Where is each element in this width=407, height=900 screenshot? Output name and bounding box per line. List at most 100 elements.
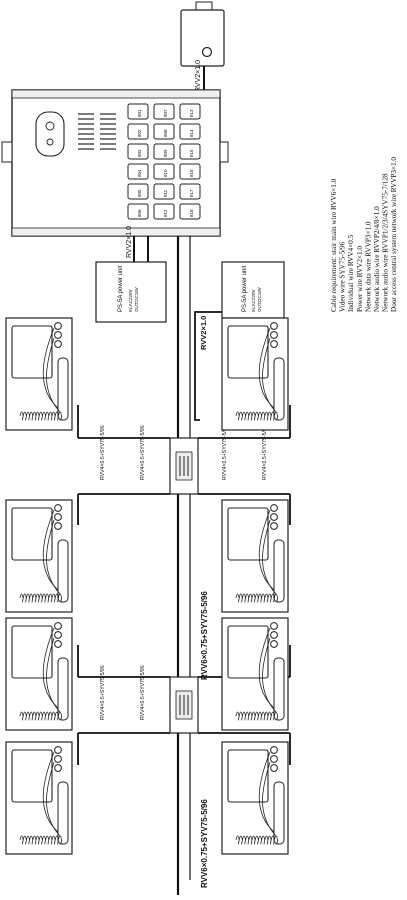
resident-button-label: 801 bbox=[137, 109, 142, 117]
indoor-monitor bbox=[5, 617, 73, 731]
resident-button: 805 bbox=[127, 183, 149, 200]
power-unit-right-subtitle-2: OUT:DC18V bbox=[257, 287, 262, 312]
resident-button-label: 806 bbox=[137, 209, 142, 217]
top-link-label: RVV2×1.0 bbox=[195, 60, 202, 92]
top-camera-unit bbox=[180, 1, 225, 67]
resident-button-grid: 8018028038048058068078088098108118128138… bbox=[127, 103, 201, 220]
handset-cord-icon bbox=[235, 593, 279, 603]
resident-button: 802 bbox=[127, 123, 149, 140]
monitor-button-icon bbox=[54, 322, 62, 330]
resident-button: 810 bbox=[153, 163, 175, 180]
monitor-button-icon bbox=[270, 340, 278, 348]
resident-button-label: 817 bbox=[189, 189, 194, 197]
handset-icon bbox=[273, 657, 285, 721]
resident-button-label: 816 bbox=[189, 169, 194, 177]
monitor-screen-icon bbox=[227, 625, 269, 679]
power-unit-left-subtitle-2: OUT:DC18V bbox=[134, 287, 139, 312]
monitor-button-icon bbox=[54, 640, 62, 648]
resident-button-label: 807 bbox=[163, 109, 168, 117]
monitor-button-icon bbox=[270, 755, 278, 763]
monitor-button-icon bbox=[54, 755, 62, 763]
door-button-icon bbox=[46, 138, 54, 146]
handset-icon bbox=[57, 657, 69, 721]
monitor-screen-icon bbox=[227, 749, 269, 803]
branch-wire-label: RVV4×0.5+SYV75-5/96 bbox=[100, 425, 106, 480]
power-unit-left-title: PS-5A power unit bbox=[118, 265, 124, 312]
cable-note-line: Individual wire RVV4×0.5 bbox=[347, 234, 355, 312]
cable-notes: Cable requirement: stair main wire RVV6×… bbox=[330, 157, 398, 312]
monitor-button-icon bbox=[270, 746, 278, 754]
cable-note-line: Network audio wire RVVP2/4/8×1.0 bbox=[373, 206, 381, 312]
speaker-grill-icon bbox=[78, 113, 116, 150]
power-unit-right-title: PS-5A power unit bbox=[242, 265, 248, 312]
resident-button-label: 809 bbox=[163, 149, 168, 157]
door-camera-icon bbox=[45, 121, 55, 131]
monitor-button-icon bbox=[270, 640, 278, 648]
resident-button-label: 803 bbox=[137, 149, 142, 157]
handset-icon bbox=[57, 781, 69, 845]
indoor-monitor bbox=[221, 617, 289, 731]
monitor-screen-icon bbox=[11, 325, 53, 379]
camera-lens-icon bbox=[201, 46, 213, 58]
door-station-keypad bbox=[35, 111, 65, 157]
indoor-monitor bbox=[5, 499, 73, 613]
indoor-monitor bbox=[5, 741, 73, 855]
cable-note-line: Video wire SYV75-5/96 bbox=[339, 241, 347, 312]
cable-note-line: Network data wire RVVP3×1.0 bbox=[364, 221, 372, 312]
handset-icon bbox=[57, 357, 69, 421]
indoor-monitor bbox=[221, 499, 289, 613]
monitor-button-icon bbox=[54, 522, 62, 530]
monitor-button-icon bbox=[270, 622, 278, 630]
branch-wire-label: RVV4×0.5+SYV75-5/96 bbox=[140, 665, 146, 720]
resident-button: 815 bbox=[179, 143, 201, 160]
resident-button: 814 bbox=[179, 123, 201, 140]
branch-wire-label: RVV4×0.5+SYV75-5/96 bbox=[140, 425, 146, 480]
indoor-monitor bbox=[221, 741, 289, 855]
monitor-button-icon bbox=[54, 764, 62, 772]
monitor-button-icon bbox=[54, 504, 62, 512]
handset-cord-icon bbox=[19, 835, 63, 845]
handset-cord-icon bbox=[19, 711, 63, 721]
handset-icon bbox=[273, 357, 285, 421]
handset-icon bbox=[273, 539, 285, 603]
cable-note-line: Network audio wire RVVP1/2/3/4SYV75-7/12… bbox=[382, 173, 390, 312]
power-unit-right-subtitle: IN:AC220V bbox=[251, 289, 256, 312]
monitor-button-icon bbox=[270, 513, 278, 521]
resident-button-label: 813 bbox=[189, 109, 194, 117]
monitor-button-icon bbox=[54, 331, 62, 339]
handset-icon bbox=[273, 781, 285, 845]
monitor-screen-icon bbox=[11, 507, 53, 561]
resident-button-label: 812 bbox=[163, 209, 168, 217]
monitor-button-icon bbox=[270, 331, 278, 339]
resident-button-label: 814 bbox=[189, 129, 194, 137]
trunk-bottom-label: RVV6×0.75+SYV75-5/96 bbox=[200, 799, 209, 888]
junction-box-upper bbox=[169, 437, 199, 495]
resident-button: 808 bbox=[153, 123, 175, 140]
resident-button: 807 bbox=[153, 103, 175, 120]
psu-to-bus-label: RVV2×1.0 bbox=[199, 316, 208, 350]
handset-cord-icon bbox=[235, 711, 279, 721]
handset-icon bbox=[57, 539, 69, 603]
resident-button-label: 811 bbox=[163, 189, 168, 197]
resident-button-label: 818 bbox=[189, 209, 194, 217]
resident-button: 809 bbox=[153, 143, 175, 160]
resident-button-label: 802 bbox=[137, 129, 142, 137]
handset-cord-icon bbox=[19, 593, 63, 603]
resident-button: 811 bbox=[153, 183, 175, 200]
monitor-screen-icon bbox=[11, 625, 53, 679]
indoor-monitor bbox=[5, 317, 73, 431]
resident-button-label: 808 bbox=[163, 129, 168, 137]
power-unit-left: PS-5A power unit IN:AC220V OUT:DC18V bbox=[95, 261, 167, 323]
resident-button: 806 bbox=[127, 203, 149, 220]
power-unit-right: PS-5A power unit IN:AC220V OUT:DC18V bbox=[221, 261, 285, 319]
monitor-button-icon bbox=[270, 522, 278, 530]
cable-note-line: Door access central system network wire … bbox=[390, 157, 398, 312]
resident-button-label: 805 bbox=[137, 189, 142, 197]
resident-button: 803 bbox=[127, 143, 149, 160]
resident-button: 812 bbox=[153, 203, 175, 220]
cable-note-line: Cable requirement: stair main wire RVV6×… bbox=[330, 178, 338, 312]
monitor-button-icon bbox=[54, 631, 62, 639]
monitor-button-icon bbox=[54, 513, 62, 521]
